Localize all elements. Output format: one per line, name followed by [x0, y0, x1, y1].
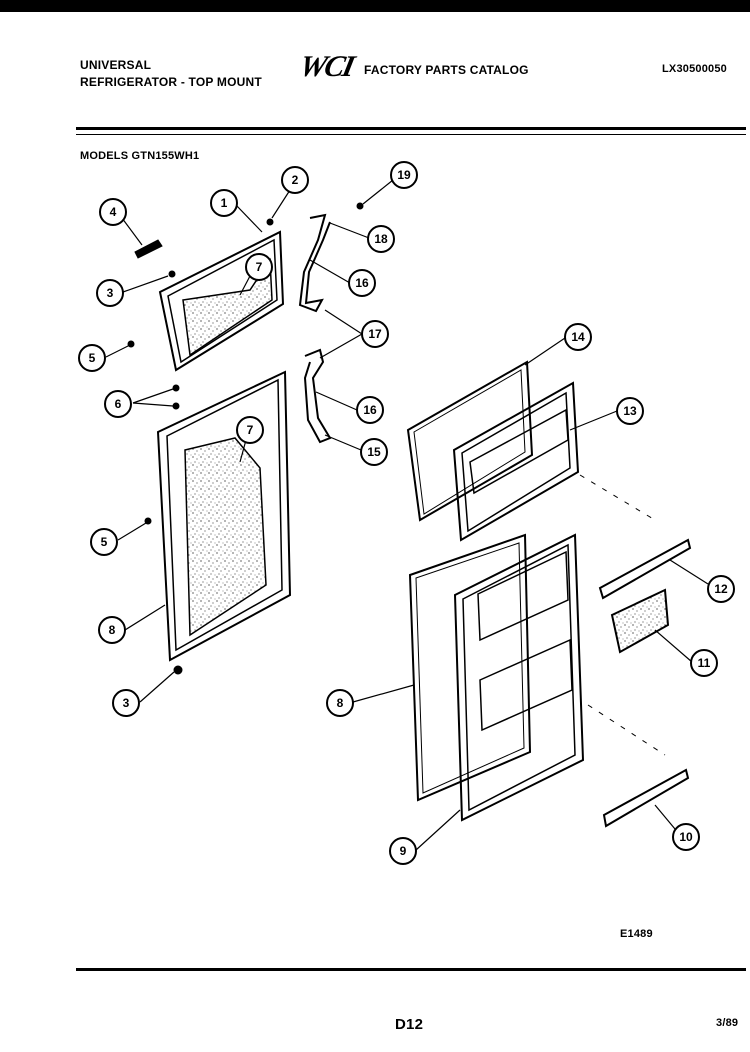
svg-text:6: 6	[115, 397, 122, 411]
freezer-inner-door	[452, 381, 580, 542]
callout-5b: 5	[90, 528, 118, 556]
svg-text:7: 7	[256, 260, 263, 274]
svg-text:9: 9	[400, 844, 407, 858]
svg-text:2: 2	[292, 173, 299, 187]
freezer-door	[158, 230, 285, 372]
callout-4: 4	[99, 198, 127, 226]
svg-text:16: 16	[363, 403, 377, 417]
freezer-gasket	[406, 360, 534, 522]
svg-text:12: 12	[714, 582, 728, 596]
callout-7b: 7	[236, 416, 264, 444]
top-border	[0, 0, 750, 12]
footer-rule	[76, 968, 746, 971]
callout-16b: 16	[356, 396, 384, 424]
fresh-food-gasket	[408, 533, 532, 802]
svg-text:16: 16	[355, 276, 369, 290]
callout-13: 13	[616, 397, 644, 425]
callout-8a: 8	[98, 616, 126, 644]
drawing-code: E1489	[620, 928, 653, 940]
callout-15: 15	[360, 438, 388, 466]
alignment-lines	[579, 474, 666, 756]
svg-text:8: 8	[109, 623, 116, 637]
callout-5a: 5	[78, 344, 106, 372]
callout-1: 1	[210, 189, 238, 217]
callout-10: 10	[672, 823, 700, 851]
fresh-food-door	[156, 370, 292, 662]
callout-12: 12	[707, 575, 735, 603]
callout-3a: 3	[96, 279, 124, 307]
callout-labels: 1 2 19 4 18 7 3 16 17 5 6 14 7 16 13 15 …	[78, 161, 735, 865]
svg-text:5: 5	[89, 351, 96, 365]
door-handles	[298, 213, 332, 444]
shelf-parts	[598, 538, 692, 828]
svg-text:11: 11	[698, 656, 711, 670]
svg-text:8: 8	[337, 696, 344, 710]
callout-11: 11	[690, 649, 718, 677]
svg-text:17: 17	[368, 327, 382, 341]
svg-text:1: 1	[221, 196, 228, 210]
header-rule-thin	[76, 134, 746, 135]
callout-19: 19	[390, 161, 418, 189]
callout-18: 18	[367, 225, 395, 253]
callout-16a: 16	[348, 269, 376, 297]
page-number: D12	[395, 1016, 424, 1033]
svg-text:7: 7	[247, 423, 254, 437]
brand-title: UNIVERSAL	[80, 58, 152, 72]
revision-date: 3/89	[716, 1017, 739, 1029]
callout-14: 14	[564, 323, 592, 351]
callout-9: 9	[389, 837, 417, 865]
small-hardware	[127, 202, 364, 675]
svg-text:13: 13	[623, 404, 637, 418]
product-subtitle: REFRIGERATOR - TOP MOUNT	[80, 75, 262, 89]
leader-lines	[105, 179, 709, 851]
catalog-title: FACTORY PARTS CATALOG	[364, 63, 529, 77]
svg-text:18: 18	[374, 232, 388, 246]
models-label: MODELS GTN155WH1	[80, 150, 200, 162]
svg-text:5: 5	[101, 535, 108, 549]
callout-17: 17	[361, 320, 389, 348]
svg-text:10: 10	[679, 830, 693, 844]
svg-text:14: 14	[571, 330, 585, 344]
header-rule-thick	[76, 127, 746, 130]
callout-2: 2	[281, 166, 309, 194]
svg-text:3: 3	[123, 696, 130, 710]
svg-text:15: 15	[367, 445, 381, 459]
svg-text:19: 19	[397, 168, 411, 182]
callout-6: 6	[104, 390, 132, 418]
svg-text:4: 4	[110, 205, 117, 219]
svg-text:3: 3	[107, 286, 114, 300]
callout-8b: 8	[326, 689, 354, 717]
callout-3b: 3	[112, 689, 140, 717]
callout-7a: 7	[245, 253, 273, 281]
catalog-code: LX30500050	[662, 63, 727, 75]
fresh-food-inner-door	[453, 533, 585, 822]
